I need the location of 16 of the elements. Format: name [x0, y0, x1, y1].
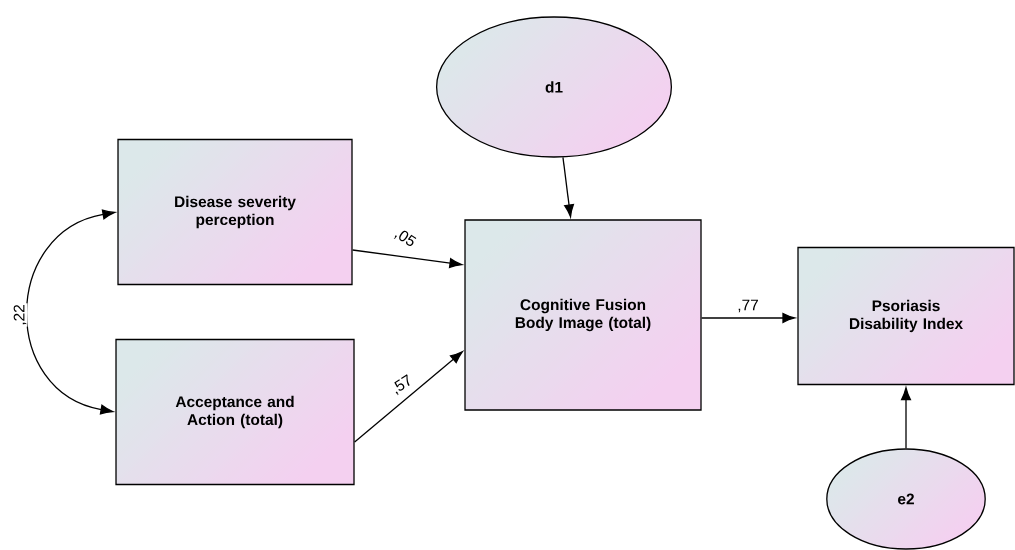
arrow	[352, 249, 463, 269]
arrow	[354, 351, 463, 443]
edge-label: ,05	[391, 225, 419, 251]
variable-box: Disease severity perception	[117, 138, 353, 286]
variable-box: Psoriasis Disability Index	[797, 246, 1015, 386]
ellipse-node: e2	[826, 448, 986, 550]
edge-label: ,57	[388, 372, 416, 398]
edge-label: ,22	[12, 303, 28, 327]
variable-box: Cognitive Fusion Body Image (total)	[464, 219, 702, 411]
arrow	[25, 209, 116, 415]
variable-box: Acceptance and Action (total)	[115, 338, 355, 486]
arrow	[900, 387, 912, 449]
ellipse-node: d1	[436, 16, 673, 158]
edge-label: ,77	[736, 298, 760, 314]
arrow	[562, 156, 575, 218]
arrow	[701, 312, 796, 324]
